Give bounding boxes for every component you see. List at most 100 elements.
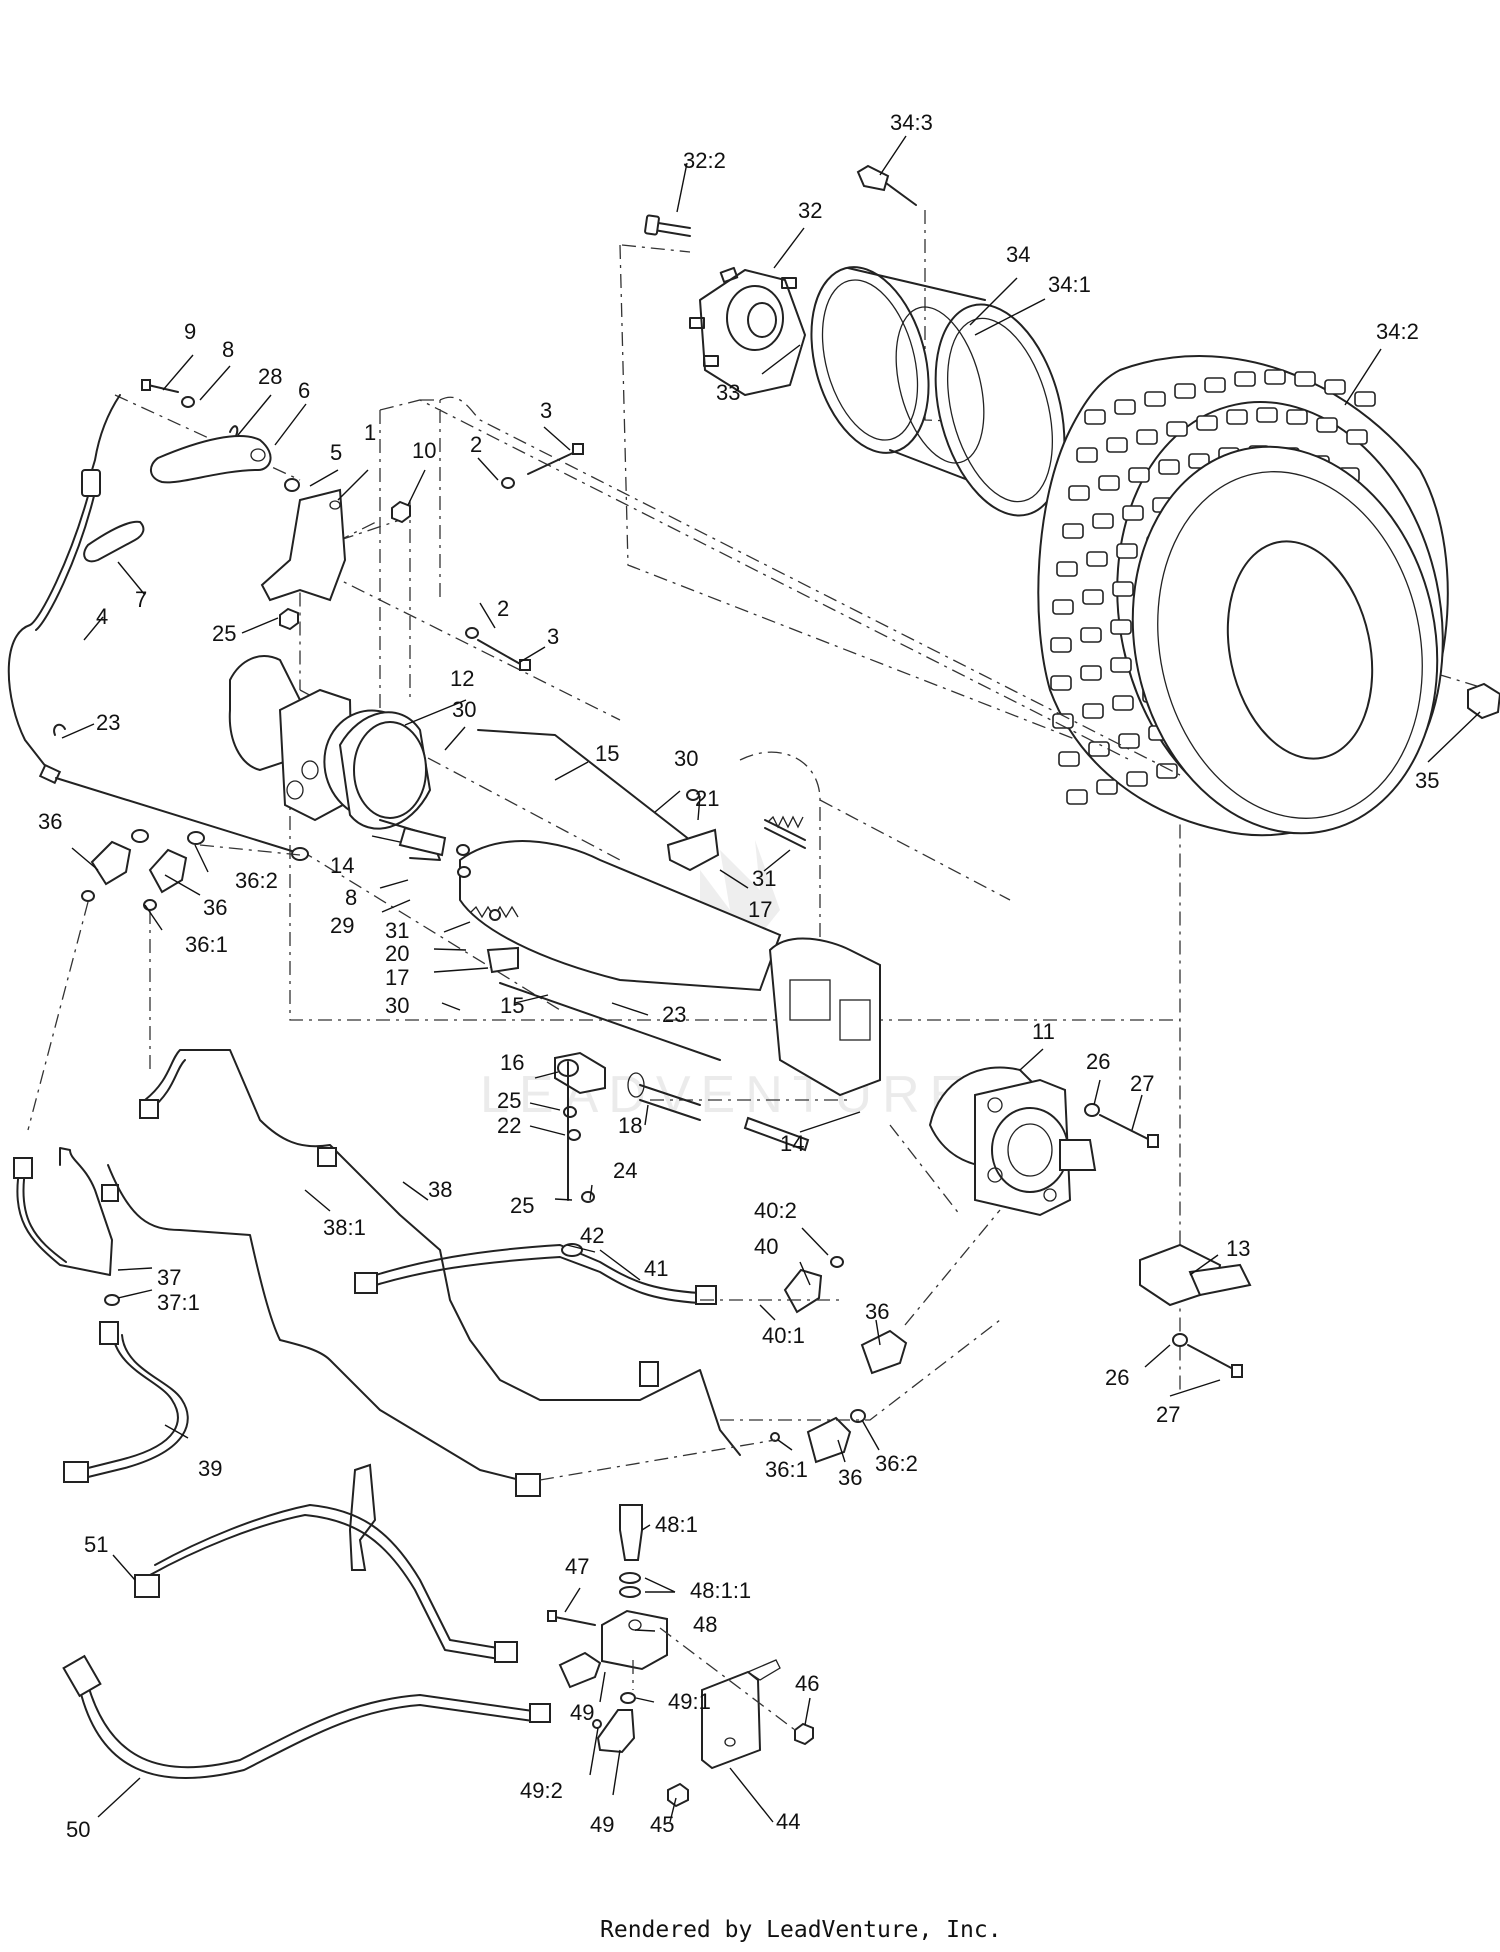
- callout-32-2: 32:2: [683, 148, 726, 173]
- callout-10: 10: [412, 438, 436, 463]
- callout-12: 12: [450, 666, 474, 691]
- callout-36d: 36: [838, 1465, 862, 1490]
- callout-28: 28: [258, 364, 282, 389]
- callout-34-2: 34:2: [1376, 319, 1419, 344]
- bolt-part-3a: [527, 443, 584, 475]
- callout-13: 13: [1226, 1236, 1250, 1261]
- callout-17: 17: [748, 897, 772, 922]
- callout-25: 25: [212, 621, 236, 646]
- callout-40-2: 40:2: [754, 1198, 797, 1223]
- cable-part-4: [7, 394, 309, 861]
- nut-part-25a: [279, 607, 299, 631]
- callout-2: 2: [470, 432, 482, 457]
- callout-45: 45: [650, 1812, 674, 1837]
- callout-20: 20: [385, 941, 409, 966]
- callout-36: 36: [38, 809, 62, 834]
- motor-part-11: [928, 1066, 1097, 1217]
- callout-14b: 14: [780, 1131, 804, 1156]
- callout-31b: 31: [385, 918, 409, 943]
- wheel-assembly: [619, 164, 1500, 1395]
- rim-part-34: [810, 266, 1066, 517]
- callout-14: 14: [330, 853, 354, 878]
- callout-34-3: 34:3: [890, 110, 933, 135]
- callout-17b: 17: [385, 965, 409, 990]
- callout-47: 47: [565, 1554, 589, 1579]
- valve-stem-part-34-3: [856, 164, 917, 206]
- pin-part-9: [141, 379, 179, 393]
- clip-part-23a: [53, 723, 66, 736]
- callout-2b: 2: [497, 596, 509, 621]
- clip-part-28: [229, 425, 239, 437]
- lever-part-6: [150, 435, 272, 484]
- callout-8b: 8: [345, 885, 357, 910]
- callout-23b: 23: [662, 1002, 686, 1027]
- callout-49-2: 49:2: [520, 1778, 563, 1803]
- washer-part-2a: [501, 477, 515, 489]
- callout-40-1: 40:1: [762, 1323, 805, 1348]
- callout-33: 33: [716, 380, 740, 405]
- callout-26b: 26: [1105, 1365, 1129, 1390]
- callout-8: 8: [222, 337, 234, 362]
- callout-49b: 49: [590, 1812, 614, 1837]
- callout-36c: 36: [865, 1299, 889, 1324]
- bolt-part-3b: [477, 639, 531, 671]
- callout-1: 1: [364, 420, 376, 445]
- callout-labels: 34:3 32:2 32 34 34:1 34:2 33 35 9 8 28 6…: [38, 110, 1439, 1842]
- frame-phantom: [289, 396, 1181, 1021]
- callout-50: 50: [66, 1817, 90, 1842]
- lever-assembly: [7, 379, 584, 861]
- leader-lines: [61, 135, 1481, 1823]
- callout-49-1: 49:1: [668, 1689, 711, 1714]
- callout-16: 16: [500, 1050, 524, 1075]
- callout-26: 26: [1086, 1049, 1110, 1074]
- callout-41: 41: [644, 1256, 668, 1281]
- callout-6: 6: [298, 378, 310, 403]
- callout-22: 22: [497, 1113, 521, 1138]
- callout-48: 48: [693, 1612, 717, 1637]
- callout-40: 40: [754, 1234, 778, 1259]
- callout-25b: 25: [497, 1088, 521, 1113]
- callout-36-2b: 36:2: [875, 1451, 918, 1476]
- callout-31: 31: [752, 866, 776, 891]
- callout-51: 51: [84, 1532, 108, 1557]
- callout-29: 29: [330, 913, 354, 938]
- lug-nut-part-35: [1467, 682, 1500, 720]
- callout-32: 32: [798, 198, 822, 223]
- footer-credit: Rendered by LeadVenture, Inc.: [600, 1917, 1002, 1943]
- callout-39: 39: [198, 1456, 222, 1481]
- callout-34-1: 34:1: [1048, 272, 1091, 297]
- callout-30c: 30: [385, 993, 409, 1018]
- callout-49: 49: [570, 1700, 594, 1725]
- callout-5: 5: [330, 440, 342, 465]
- callout-24: 24: [613, 1158, 637, 1183]
- callout-4: 4: [96, 604, 108, 629]
- tire-part-34-2: [1037, 355, 1449, 837]
- callout-3b: 3: [547, 624, 559, 649]
- nut-part-10: [391, 500, 411, 524]
- tire-tread-blocks: [1050, 369, 1376, 805]
- washer-part-5: [284, 478, 300, 492]
- callout-37-1: 37:1: [157, 1290, 200, 1315]
- callout-27: 27: [1130, 1071, 1154, 1096]
- stud-part-32-2: [644, 214, 691, 237]
- callout-36-1: 36:1: [185, 932, 228, 957]
- callout-35: 35: [1415, 768, 1439, 793]
- callout-21: 21: [695, 786, 719, 811]
- callout-15b: 15: [500, 993, 524, 1018]
- valve-manifold-area: [62, 1463, 814, 1808]
- callout-23: 23: [96, 710, 120, 735]
- callout-30: 30: [452, 697, 476, 722]
- callout-44: 44: [776, 1809, 800, 1834]
- callout-48-1-1: 48:1:1: [690, 1578, 751, 1603]
- axle-brake-components: [398, 729, 1252, 1378]
- callout-36b: 36: [203, 895, 227, 920]
- spring-part-31a: [767, 815, 804, 829]
- callout-38-1: 38:1: [323, 1215, 366, 1240]
- callout-36-2: 36:2: [235, 868, 278, 893]
- hydraulic-lines: [13, 829, 1001, 1497]
- hub-part-32: [689, 266, 806, 396]
- callout-30b: 30: [674, 746, 698, 771]
- callout-42: 42: [580, 1223, 604, 1248]
- callout-48-1: 48:1: [655, 1512, 698, 1537]
